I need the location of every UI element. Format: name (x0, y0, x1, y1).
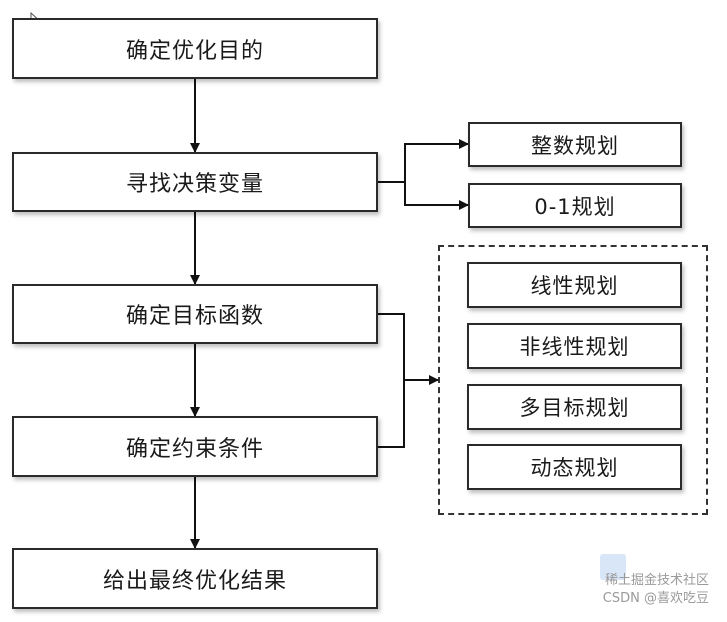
watermark-line2: CSDN @喜欢吃豆 (602, 591, 709, 606)
branch-to-variable-types (378, 139, 469, 183)
step-final-result: 给出最终优化结果 (12, 548, 378, 609)
branch-to-binary (404, 182, 469, 210)
multi-objective-programming-box: 多目标规划 (467, 384, 682, 430)
watermark-logo-icon (600, 554, 626, 580)
step-define-constraints: 确定约束条件 (12, 416, 378, 477)
linear-programming-box: 线性规划 (467, 262, 682, 308)
step-define-objective: 确定目标函数 (12, 284, 378, 344)
step-define-goal: 确定优化目的 (12, 18, 378, 79)
step-find-decision-variables: 寻找决策变量 (12, 152, 378, 212)
nonlinear-programming-box: 非线性规划 (467, 323, 682, 369)
dynamic-programming-box: 动态规划 (467, 444, 682, 490)
objective-types-group (438, 245, 708, 515)
watermark-line1: 稀土掘金技术社区 (604, 573, 709, 588)
bracket-steps3-4 (378, 313, 405, 448)
watermark: 稀土掘金技术社区 CSDN @喜欢吃豆 (603, 572, 709, 608)
integer-programming-box: 整数规划 (468, 122, 682, 167)
binary-programming-box: 0-1规划 (468, 183, 682, 228)
